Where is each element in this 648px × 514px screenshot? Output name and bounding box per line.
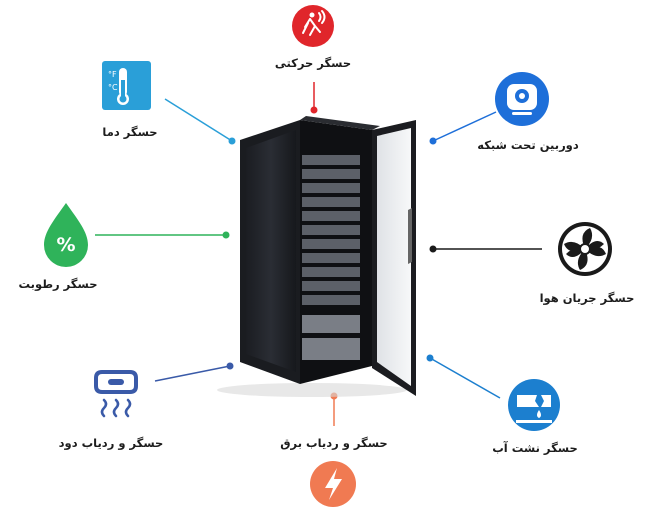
airflow-label: حسگر جریان هوا	[540, 291, 635, 306]
motion-sensor	[292, 5, 334, 47]
camera-label: دوربین تحت شبکه	[477, 138, 579, 153]
temperature-label: حسگر دما	[102, 125, 157, 139]
percent-text: %	[56, 234, 75, 256]
connector-dot-airflow	[429, 245, 437, 253]
connector-camera	[432, 111, 497, 142]
airflow-sensor	[558, 222, 612, 276]
connector-dot-humidity	[222, 231, 230, 239]
motion-label: حسگر حرکتی	[275, 56, 351, 70]
humidity-label: حسگر رطوبت	[19, 277, 98, 292]
temperature-sensor: °F °C	[102, 61, 151, 110]
celsius-text: °C	[108, 83, 118, 92]
humidity-sensor: %	[44, 203, 88, 267]
lightning-icon	[325, 468, 342, 500]
thermometer-icon	[117, 68, 129, 105]
connector-dot-motion	[310, 106, 318, 114]
smoke-detector-icon	[94, 370, 138, 418]
water-leak-sensor	[508, 379, 560, 431]
smoke-label: حسگر و ردیاب دود	[59, 436, 164, 451]
webcam-icon	[507, 84, 537, 115]
connector-temperature	[164, 98, 233, 142]
server-rack	[217, 116, 416, 397]
fan-icon	[558, 222, 612, 276]
fahrenheit-text: °F	[108, 70, 117, 79]
water-leak-label: حسگر نشت آب	[492, 441, 578, 455]
connector-dot-camera	[429, 137, 437, 145]
electric-sensor	[310, 461, 356, 507]
connector-dot-temperature	[228, 137, 236, 145]
connector-smoke	[154, 365, 231, 382]
connector-dot-smoke	[226, 362, 234, 370]
running-person-icon	[302, 10, 326, 36]
smoke-sensor	[85, 363, 147, 425]
electric-label: حسگر و ردیاب برق	[280, 436, 387, 451]
connector-water	[429, 357, 501, 399]
water-leak-icon	[516, 395, 552, 423]
camera-sensor	[495, 72, 549, 126]
water-drop-percent-icon	[44, 203, 88, 267]
connector-dot-water	[426, 354, 434, 362]
